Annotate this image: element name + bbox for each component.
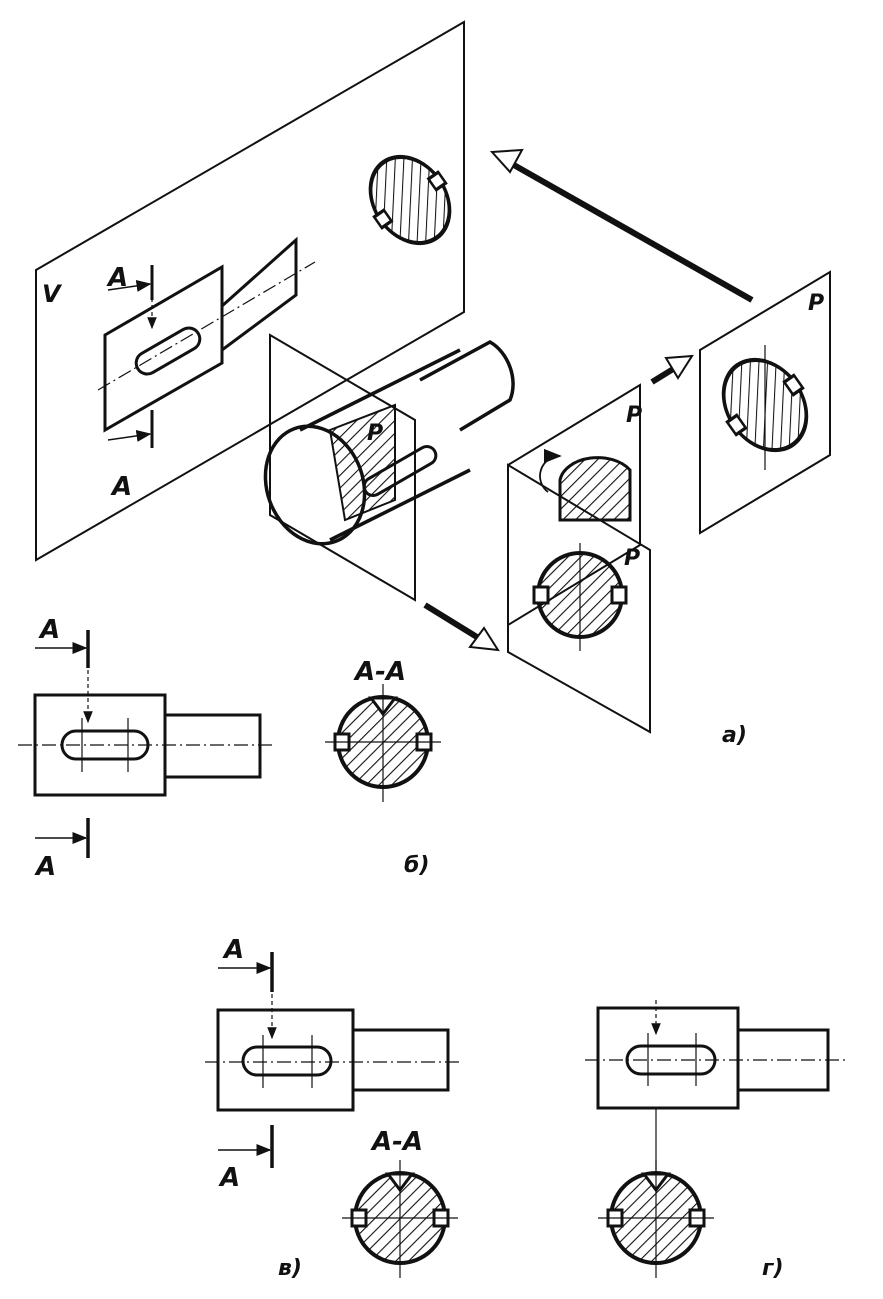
figure-v: A A A-A в) [205, 935, 460, 1281]
figure-label-b: б) [404, 853, 429, 878]
section-title-v: A-A [370, 1127, 423, 1157]
label-a-top-iso: A [106, 263, 128, 293]
label-p-mid: P [624, 546, 640, 571]
plane-p-rotating: P P [507, 383, 651, 734]
label-p-top: P [626, 403, 642, 428]
plane-p-right: P [699, 270, 831, 535]
figure-label-v: в) [278, 1256, 302, 1281]
label-a-bottom-v: A [218, 1163, 240, 1193]
figure-a: P P P [35, 20, 831, 748]
label-a-top-b: A [38, 615, 60, 645]
isometric-part: P [263, 333, 515, 602]
label-p-part: P [367, 421, 383, 446]
figure-label-a: а) [722, 723, 747, 748]
figure-g: г) [585, 1000, 845, 1281]
label-p-right: P [808, 291, 824, 316]
plane-v [35, 20, 465, 562]
section-b [325, 684, 441, 802]
section-on-v [368, 154, 452, 246]
label-a-bottom-b: A [34, 852, 56, 882]
label-a-top-v: A [222, 935, 244, 965]
projection-on-v [97, 236, 316, 448]
label-v: V [42, 280, 63, 308]
section-v [342, 1160, 458, 1278]
figure-label-g: г) [762, 1256, 784, 1281]
section-title-b: A-A [353, 657, 406, 687]
label-a-bottom-iso: A [110, 472, 132, 502]
section-g [598, 1160, 714, 1278]
figure-b: A A A-A б) [18, 615, 441, 882]
